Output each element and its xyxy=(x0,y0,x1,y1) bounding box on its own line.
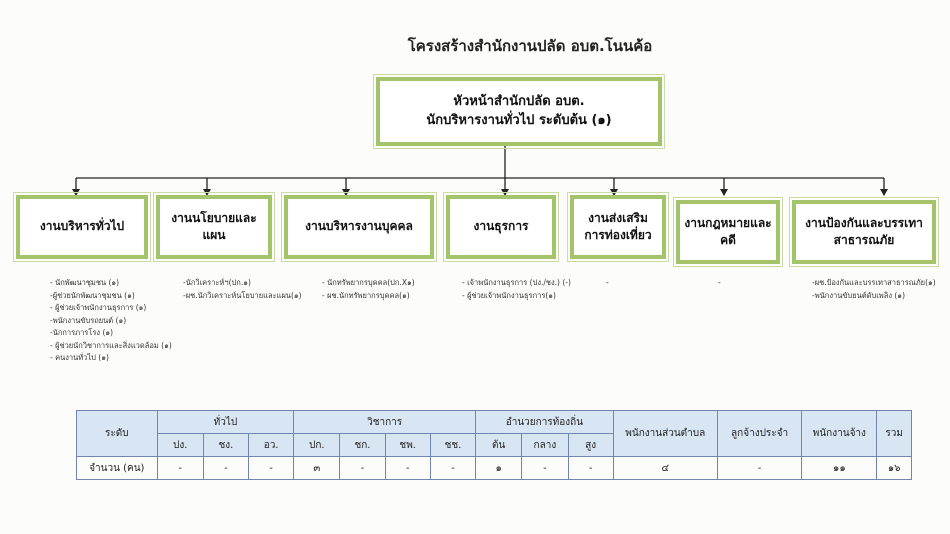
group-header: วิชาการ xyxy=(293,410,477,434)
division-name: งานบริหารทั่วไป xyxy=(39,219,125,234)
sub-header: ชง. xyxy=(202,433,250,457)
table-cell: - xyxy=(384,456,431,480)
table-cell: - xyxy=(716,456,803,480)
division-box-disaster: งานป้องกันและบรรเทาสาธารณภัย xyxy=(789,197,939,267)
sub-header: ชพ. xyxy=(384,433,431,457)
list-item: -ผู้ช่วยนักพัฒนาชุมชน (๑) xyxy=(50,290,135,300)
list-item: - คนงานทั่วไป (๑) xyxy=(50,353,109,362)
division-box-clerical: งานธุรการ xyxy=(443,192,559,262)
staff-count-table: ระดับ ทั่วไป วิชาการ อำนวยการท้องถิ่น พน… xyxy=(76,410,912,480)
list-item: - ผู้ช่วยเจ้าพนักงานธุรการ(๑) xyxy=(462,290,556,300)
staff-list-general-admin: - นักพัฒนาชุมชน (๑) -ผู้ช่วยนักพัฒนาชุมช… xyxy=(50,277,172,365)
list-item: - เจ้าพนักงานธุรการ (ปง./ชง.) (-) xyxy=(462,278,571,287)
list-item: - xyxy=(718,278,721,287)
staff-list-personnel: - นักทรัพยากรบุคคล(ปก.X๑) - ผช.นักทรัพยา… xyxy=(322,277,415,302)
table-cell: ๑๑ xyxy=(801,456,878,480)
division-box-policy-plan: งานนโยบายและแผน xyxy=(153,192,275,262)
column-header: ลูกจ้างประจำ xyxy=(716,410,803,457)
column-header: พนักงานจ้าง xyxy=(801,410,878,457)
division-name: งานส่งเสริมการท่องเที่ยว xyxy=(584,210,652,242)
group-header: ทั่วไป xyxy=(156,410,295,434)
sub-header: อว. xyxy=(247,433,295,457)
table-cell: - xyxy=(339,456,386,480)
list-item: -ผช.นักวิเคราะห์นโยบายและแผน(๑) xyxy=(183,290,302,300)
division-box-tourism: งานส่งเสริมการท่องเที่ยว xyxy=(567,192,669,262)
table-cell: ๑ xyxy=(475,456,523,480)
column-header: พนักงานส่วนตำบล xyxy=(612,410,718,457)
sub-header: ปก. xyxy=(293,433,341,457)
table-cell: - xyxy=(156,456,204,480)
sub-header: ชก. xyxy=(339,433,386,457)
division-box-legal: งานกฎหมายและคดี xyxy=(673,197,783,267)
staff-list-policy-plan: -นักวิเคราะห์ฯ(ปก.๑) -ผช.นักวิเคราะห์นโย… xyxy=(183,277,302,302)
division-box-personnel: งานบริหารงานบุคคล xyxy=(281,192,437,262)
staff-list-legal: - xyxy=(718,277,721,290)
list-item: -นักวิเคราะห์ฯ(ปก.๑) xyxy=(183,278,251,287)
staff-list-disaster: -ผช.ป้องกันและบรรเทาสาธารณภัย(๑) -พนักงา… xyxy=(812,277,936,302)
staff-list-tourism: - xyxy=(606,277,609,290)
column-header: รวม xyxy=(876,410,912,457)
sub-header: ปง. xyxy=(156,433,204,457)
head-box: หัวหน้าสำนักปลัด อบต. นักบริหารงานทั่วไป… xyxy=(373,74,665,149)
table-cell: - xyxy=(247,456,295,480)
list-item: -นักการภารโรง (๑) xyxy=(50,328,114,337)
list-item: - ผู้ช่วยนักวิชาการและสิ่งแวดล้อม (๑) xyxy=(50,340,172,350)
list-item: -ผช.ป้องกันและบรรเทาสาธารณภัย(๑) xyxy=(812,278,936,287)
division-box-general-admin: งานบริหารทั่วไป xyxy=(13,192,151,262)
division-name: งานนโยบายและแผน xyxy=(171,210,257,242)
division-name: งานบริหารงานบุคคล xyxy=(305,219,413,234)
division-name: งานป้องกันและบรรเทาสาธารณภัย xyxy=(805,215,923,247)
table-cell: - xyxy=(429,456,477,480)
staff-list-clerical: - เจ้าพนักงานธุรการ (ปง./ชง.) (-) - ผู้ช… xyxy=(462,277,571,302)
group-header: อำนวยการท้องถิ่น xyxy=(475,410,614,434)
table-cell: ๔ xyxy=(612,456,718,480)
sub-header: ชช. xyxy=(429,433,477,457)
table-cell: - xyxy=(521,456,569,480)
list-item: - xyxy=(606,278,609,287)
division-name: งานกฎหมายและคดี xyxy=(684,215,772,247)
row-label: จำนวน (คน) xyxy=(76,456,158,480)
table-cell: ๓ xyxy=(293,456,341,480)
chart-title: โครงสร้างสำนักงานปลัด อบต.โนนค้อ xyxy=(407,37,653,55)
table-cell: - xyxy=(202,456,250,480)
list-item: - ผช.นักทรัพยากรบุคคล(๑) xyxy=(322,290,410,300)
sub-header: กลาง xyxy=(521,433,569,457)
list-item: - นักพัฒนาชุมชน (๑) xyxy=(50,278,120,287)
sub-header: ต้น xyxy=(475,433,523,457)
list-item: -พนักงานขับยนต์ดับเพลิง (๑) xyxy=(812,290,905,300)
table-row: จำนวน (คน) - - - ๓ - - - ๑ - - ๔ - ๑๑ ๑๖ xyxy=(76,456,912,480)
level-header: ระดับ xyxy=(76,410,158,457)
division-name: งานธุรการ xyxy=(473,219,529,234)
table-cell: - xyxy=(567,456,614,480)
list-item: - นักทรัพยากรบุคคล(ปก.X๑) xyxy=(322,278,415,287)
sub-header: สูง xyxy=(567,433,614,457)
head-subtitle: นักบริหารงานทั่วไป ระดับต้น (๑) xyxy=(426,112,612,128)
list-item: - ผู้ช่วยเจ้าพนักงานธุรการ (๑) xyxy=(50,303,147,312)
head-title: หัวหน้าสำนักปลัด อบต. xyxy=(453,93,585,109)
table-cell: ๑๖ xyxy=(876,456,912,480)
list-item: -พนักงานขับรถยนต์ (๑) xyxy=(50,315,127,325)
